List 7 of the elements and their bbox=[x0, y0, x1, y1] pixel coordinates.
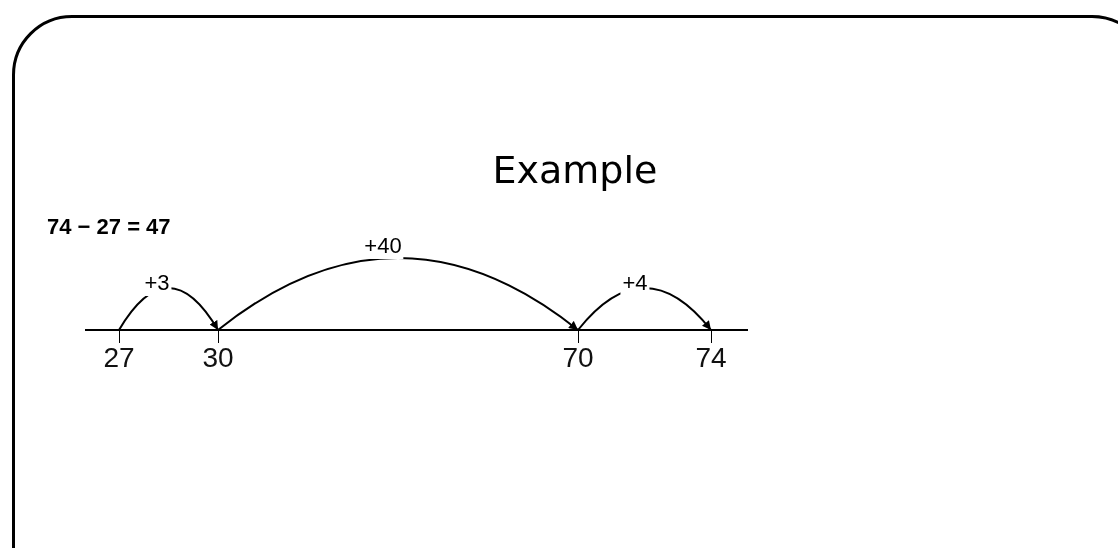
number-label: 70 bbox=[562, 343, 594, 373]
jump-arrow bbox=[217, 257, 579, 331]
equation: 74 − 27 = 47 bbox=[47, 214, 171, 240]
number-label: 74 bbox=[695, 343, 727, 373]
title: Example bbox=[491, 148, 659, 192]
number-label: 27 bbox=[103, 343, 135, 373]
number-label: 30 bbox=[202, 343, 234, 373]
